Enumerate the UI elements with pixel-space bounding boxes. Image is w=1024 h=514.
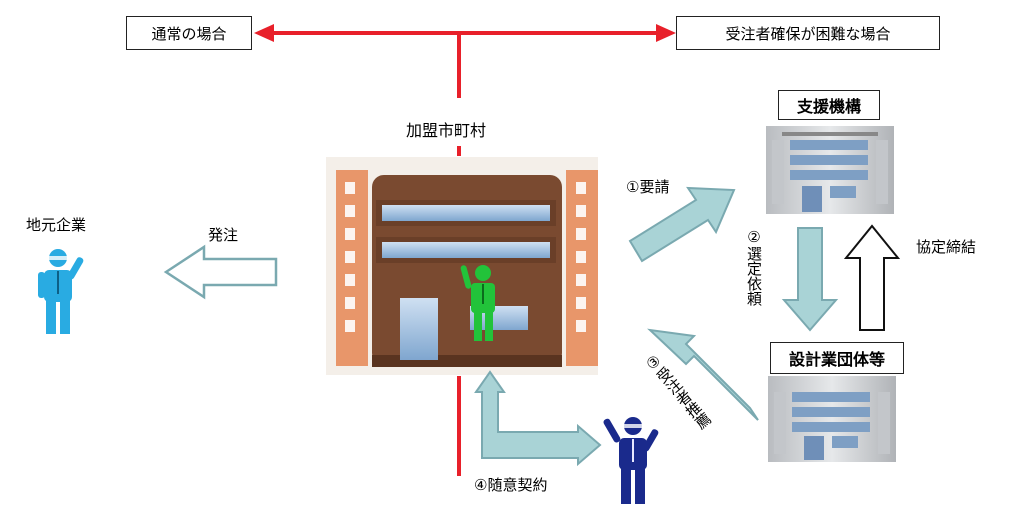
- support-org-box: 支援機構: [778, 90, 880, 120]
- local-company-person-icon: [38, 249, 84, 334]
- municipality-label: 加盟市町村: [406, 121, 487, 140]
- design-assoc-box: 設計業団体等: [770, 342, 904, 374]
- municipality-building-icon: [326, 157, 598, 375]
- order-arrow: [163, 244, 278, 300]
- step3-recommend-arrow: [647, 328, 759, 421]
- support-org-building-icon: [766, 126, 894, 214]
- support-org-label: 支援機構: [796, 97, 861, 116]
- design-assoc-building-icon: [768, 376, 896, 462]
- step4-label: ④随意契約: [474, 476, 548, 494]
- design-assoc-label: 設計業団体等: [788, 350, 885, 369]
- step2-label: ②選定依頼: [745, 228, 763, 306]
- local-company-label: 地元企業: [26, 216, 87, 234]
- official-person-icon: [460, 265, 495, 341]
- normal-case-box: 通常の場合: [126, 16, 252, 50]
- order-label: 発注: [208, 226, 239, 244]
- recommended-contractor-person-icon: [603, 417, 659, 504]
- difficult-case-box: 受注者確保が困難な場合: [676, 16, 940, 50]
- step2-selection-arrow: [781, 227, 839, 332]
- step4-contract-arrow: [474, 370, 602, 467]
- difficult-case-label: 受注者確保が困難な場合: [725, 24, 891, 43]
- agreement-arrow: [843, 224, 901, 331]
- step1-request-arrow: [628, 186, 736, 263]
- top-red-double-arrow: [254, 24, 676, 156]
- step1-label: ①要請: [626, 178, 670, 196]
- agreement-label: 協定締結: [916, 238, 977, 256]
- normal-case-label: 通常の場合: [151, 24, 227, 43]
